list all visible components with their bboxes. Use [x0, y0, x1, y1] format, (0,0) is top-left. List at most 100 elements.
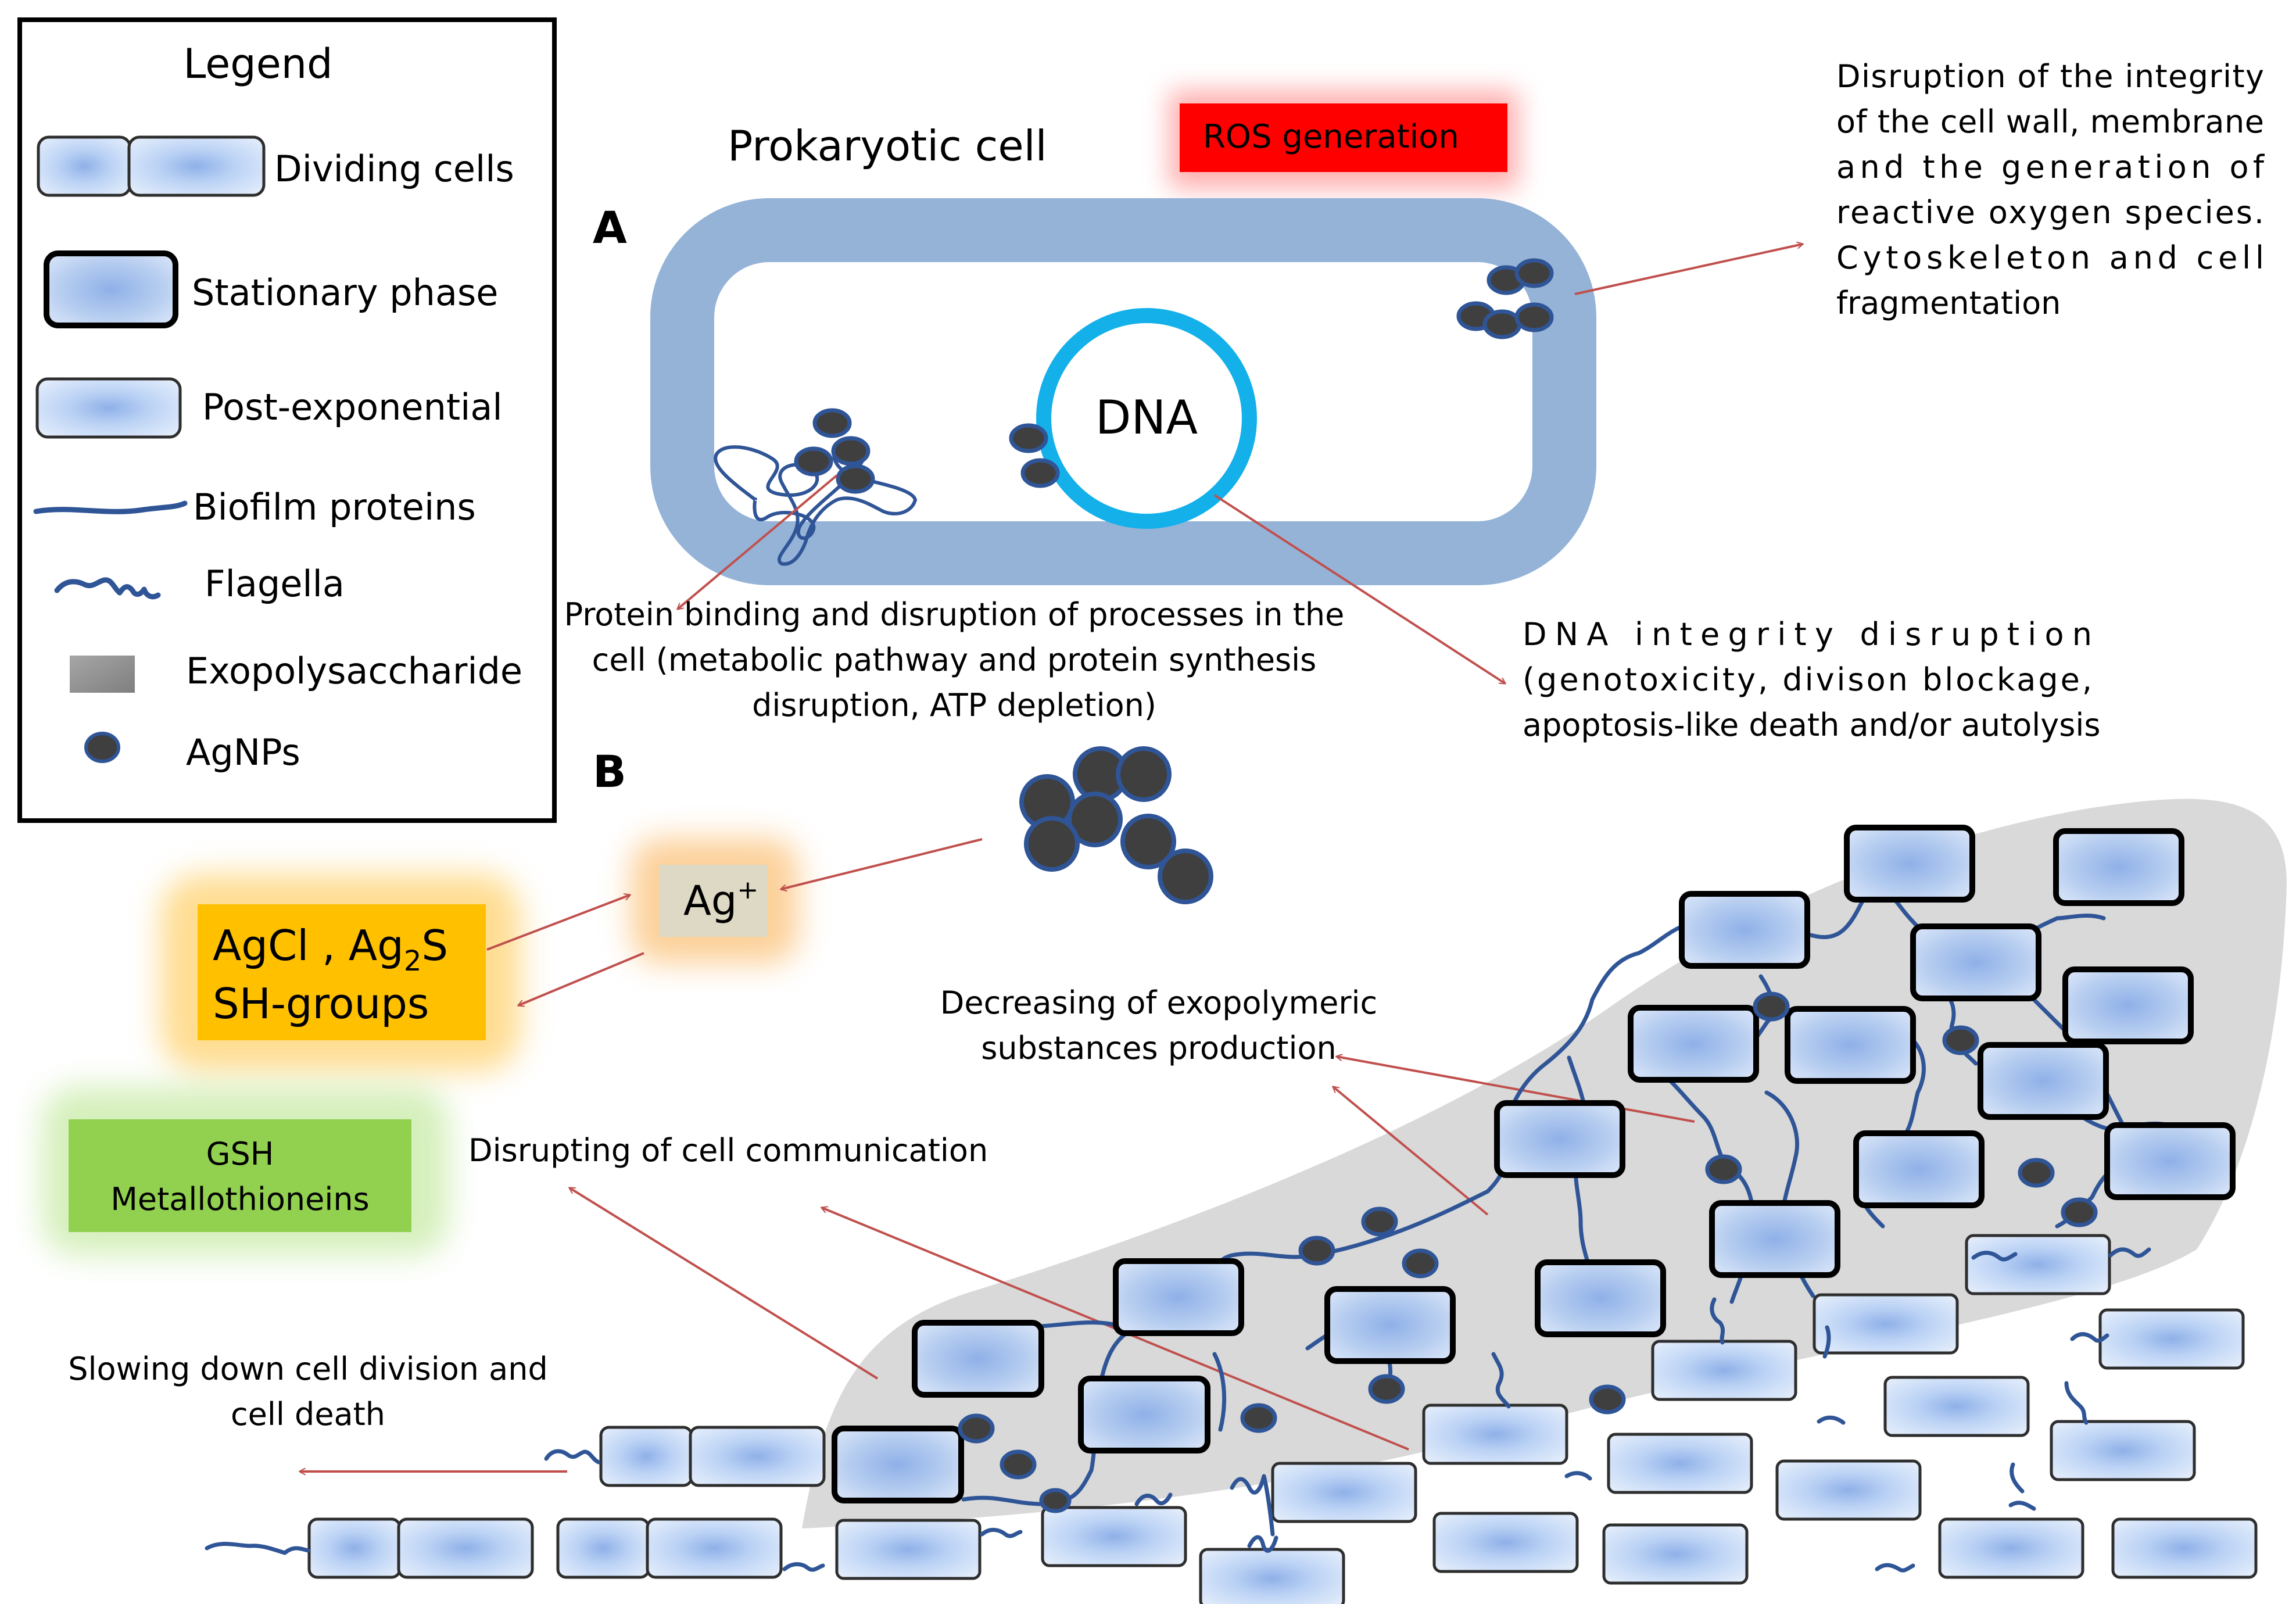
dna-text-line-2: (genotoxicity, divison blockage,	[1523, 661, 2092, 698]
svg-text:AgCl , Ag2S: AgCl , Ag2S	[213, 921, 448, 978]
dna-integrity-text: DNA integrity disruption (genotoxicity, …	[1523, 616, 2101, 743]
cell-wall	[650, 198, 1596, 585]
agcl-box: AgCl , Ag2S SH-groups	[160, 874, 521, 1072]
flagellum	[1564, 1471, 1592, 1481]
flagellum	[205, 1542, 310, 1555]
post-exponential-cell	[835, 1519, 982, 1580]
panel-a-arrows	[678, 244, 1803, 683]
flagellum	[2070, 1332, 2109, 1343]
agcl-formula: AgCl , Ag	[213, 921, 404, 970]
exopolymeric-text: Decreasing of exopolymeric substances pr…	[940, 984, 1377, 1066]
post-exponential-cell	[2098, 1308, 2245, 1370]
legend-item-exopolysaccharide: Exopolysaccharide	[70, 650, 522, 693]
cell-communication-text: Disrupting of cell communication	[468, 1132, 988, 1169]
panel-b-label: B	[593, 746, 626, 797]
dna-text-line-3: apoptosis-like death and/or autolysis	[1523, 707, 2101, 743]
panel-a: A Prokaryotic cell ROS generation DNA	[564, 58, 2265, 743]
legend-item-flagella: Flagella	[54, 563, 345, 605]
panel-a-label: A	[593, 202, 627, 253]
cell-division-text-line-2: cell death	[231, 1396, 385, 1433]
protein-text-line-2: cell (metabolic pathway and protein synt…	[592, 642, 1317, 678]
cell-division-text: Slowing down cell division and cell deat…	[68, 1351, 548, 1433]
legend-label-agnps: AgNPs	[186, 731, 300, 774]
integrity-disruption-text: Disruption of the integrity of the cell …	[1836, 58, 2265, 321]
integrity-text-line-6: fragmentation	[1836, 285, 2061, 321]
metallothioneins-label: Metallothioneins	[110, 1181, 369, 1218]
flagellum	[1875, 1563, 1915, 1573]
dna-label: DNA	[1095, 391, 1198, 445]
flagellum	[1817, 1415, 1846, 1425]
exopolymeric-text-line-2: substances production	[981, 1030, 1336, 1066]
post-exponential-cell	[1271, 1462, 1417, 1523]
dividing-cells	[307, 1426, 826, 1579]
dividing-cell-left	[599, 1426, 693, 1487]
exopolymeric-text-line-1: Decreasing of exopolymeric	[940, 984, 1377, 1021]
arrow-to-integrity-text	[1574, 244, 1803, 295]
flagella-icon	[54, 577, 161, 600]
prokaryotic-cell-title: Prokaryotic cell	[728, 121, 1047, 170]
flagellum	[2010, 1462, 2025, 1494]
gsh-label: GSH	[206, 1136, 274, 1172]
legend-label-post-exponential: Post-exponential	[202, 386, 503, 428]
dividing-cell-left	[556, 1517, 650, 1579]
dividing-cell-right	[646, 1517, 783, 1579]
arrow-ag-ion-to-agcl	[518, 952, 644, 1005]
arrow-agcl-to-ag-ion	[486, 895, 630, 951]
post-exponential-cell	[1651, 1340, 1797, 1401]
post-exponential-cell	[1432, 1512, 1579, 1573]
post-exponential-cell	[2050, 1420, 2196, 1481]
legend-label-flagella: Flagella	[205, 563, 345, 605]
cell-division-text-line-1: Slowing down cell division and	[68, 1351, 548, 1387]
flagellum	[1971, 1251, 2018, 1262]
sh-groups-label: SH-groups	[213, 979, 429, 1028]
stationary-cell	[2053, 828, 2184, 906]
flagellum	[2108, 1247, 2151, 1258]
ag-ion-box: Ag+	[631, 838, 798, 964]
post-exponential-cells	[835, 1234, 2258, 1604]
flagellum	[1710, 1297, 1725, 1345]
legend-item-agnps: AgNPs	[84, 731, 300, 774]
panel-b: B Ag+ AgCl , Ag2S SH-groups	[42, 746, 2287, 1604]
protein-text-line-1: Protein binding and disruption of proces…	[564, 596, 1345, 633]
post-exponential-cell-icon	[35, 377, 182, 439]
protein-tangle	[714, 437, 917, 566]
stationary-cell	[1679, 891, 1810, 969]
gsh-box: GSH Metallothioneins	[42, 1087, 449, 1255]
flagellum	[1822, 1325, 1831, 1359]
stationary-cell	[1535, 1259, 1666, 1337]
arrow-to-dna-text	[1213, 494, 1505, 683]
agnp-biofilm	[958, 991, 2098, 1513]
post-exponential-cell	[1938, 1517, 2084, 1579]
legend-label-dividing-cells: Dividing cells	[274, 148, 514, 190]
legend-item-post-exponential: Post-exponential	[35, 377, 503, 439]
legend-item-dividing-cells: Dividing cells	[37, 135, 514, 197]
legend-title: Legend	[183, 40, 332, 88]
stationary-cell	[1978, 1042, 2109, 1120]
svg-text:Ag+: Ag+	[683, 875, 758, 925]
flagellum	[1230, 1474, 1275, 1537]
stationary-cell	[1844, 825, 1975, 903]
arrow-agnp-to-ag-ion	[781, 838, 983, 889]
agcl-sulfur: S	[421, 921, 448, 970]
stationary-cell	[1078, 1376, 1210, 1453]
ag-ion-label: Ag	[683, 877, 737, 925]
integrity-text-line-5: Cytoskeleton and cell	[1836, 239, 2264, 276]
stationary-cell	[1324, 1286, 1456, 1364]
arrow-to-exopolymeric-2	[1333, 1087, 1489, 1216]
flagellum	[1134, 1492, 1173, 1506]
ros-generation-box: ROS generation	[1169, 91, 1518, 188]
dna-text-line-1: DNA integrity disruption	[1523, 616, 2092, 653]
stationary-cell	[1494, 1100, 1625, 1178]
post-exponential-cell	[1607, 1433, 1753, 1494]
integrity-text-line-3: and the generation of	[1836, 149, 2265, 185]
agnp-cluster-protein	[794, 408, 875, 494]
legend-item-biofilm-proteins: Biofilm proteins	[33, 486, 476, 528]
arrow-to-protein-text	[678, 474, 838, 609]
dna-ring	[1036, 308, 1257, 529]
ag-ion-charge: +	[737, 875, 758, 905]
flagella-group	[205, 1247, 2151, 1573]
stationary-cell	[1628, 1005, 1759, 1083]
flagellum	[1491, 1352, 1511, 1409]
flagellum	[782, 1562, 825, 1572]
